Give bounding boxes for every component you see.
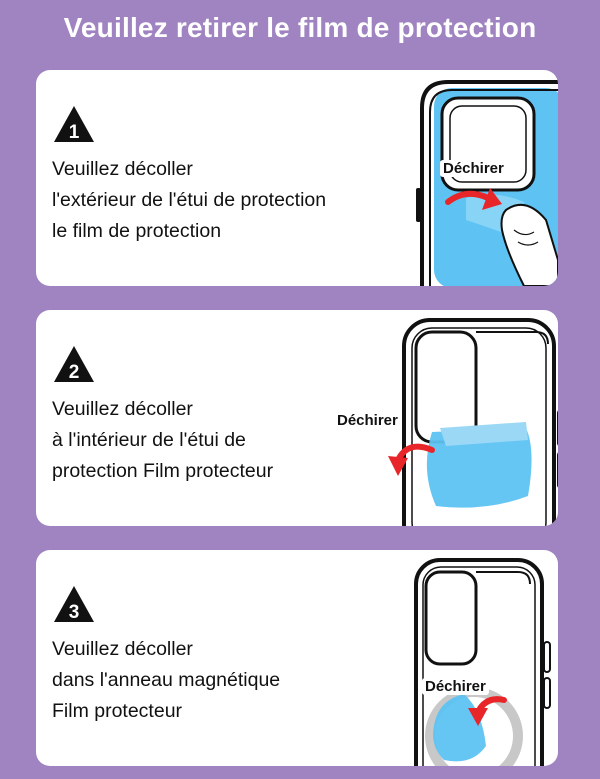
step-instructions: Veuillez décoller à l'intérieur de l'étu… xyxy=(52,394,412,487)
step-line: Veuillez décoller xyxy=(52,638,193,660)
tear-label: Déchirer xyxy=(422,678,489,695)
step-number: 2 xyxy=(69,362,80,383)
step-line: Veuillez décoller xyxy=(52,398,193,420)
warning-triangle-icon: 3 xyxy=(54,586,94,623)
step-number: 1 xyxy=(69,122,80,143)
step-line: l'extérieur de l'étui de protection xyxy=(52,189,327,211)
step-card-3: 3 Veuillez décoller dans l'anneau magnét… xyxy=(36,550,558,766)
tear-label: Déchirer xyxy=(334,412,401,429)
step-line: protection Film protecteur xyxy=(52,460,274,482)
phone-case-illustration xyxy=(388,318,558,526)
warning-triangle-icon: 2 xyxy=(54,346,94,383)
step-line: à l'intérieur de l'étui de xyxy=(52,429,246,451)
step-line: dans l'anneau magnétique xyxy=(52,669,281,691)
step-line: Veuillez décoller xyxy=(52,158,193,180)
phone-case-illustration xyxy=(416,80,558,286)
page-title: Veuillez retirer le film de protection xyxy=(63,12,537,43)
step-number: 3 xyxy=(69,602,80,623)
step-instructions: Veuillez décoller l'extérieur de l'étui … xyxy=(52,154,412,247)
step-instructions: Veuillez décoller dans l'anneau magnétiq… xyxy=(52,634,412,727)
warning-triangle-icon: 1 xyxy=(54,106,94,143)
step-card-2: 2 Veuillez décoller à l'intérieur de l'é… xyxy=(36,310,558,526)
step-line: le film de protection xyxy=(52,220,222,242)
phone-case-illustration xyxy=(414,558,551,766)
step-card-1: 1 Veuillez décoller l'extérieur de l'étu… xyxy=(36,70,558,286)
tear-label: Déchirer xyxy=(440,160,507,177)
step-line: Film protecteur xyxy=(52,700,183,722)
